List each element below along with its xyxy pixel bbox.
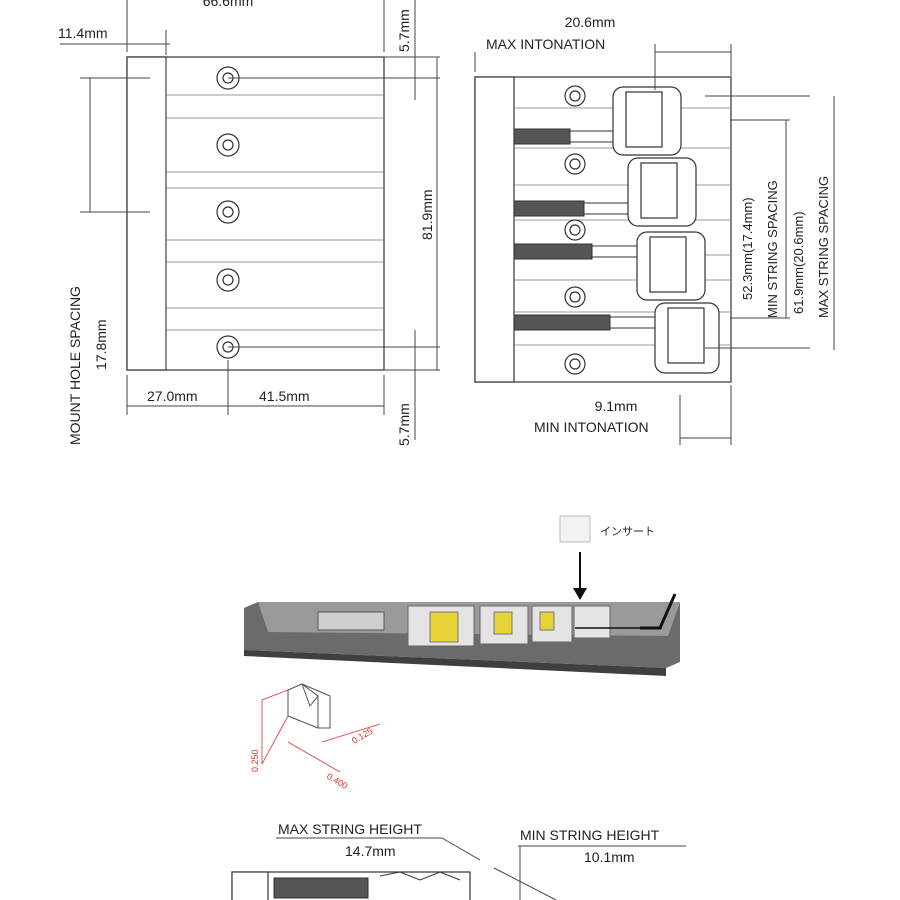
min-string-spacing-value: 52.3mm(17.4mm) xyxy=(740,197,755,300)
bridge-end-block xyxy=(474,76,515,383)
intonation-springs xyxy=(513,128,657,331)
mount-hole-spacing-label: MOUNT HOLE SPACING xyxy=(67,286,83,445)
max-string-height-value: 14.7mm xyxy=(345,843,396,859)
bottom-margin-dim: 5.7mm xyxy=(396,403,412,446)
mount-hole xyxy=(216,133,240,157)
min-string-spacing-label: MIN STRING SPACING xyxy=(765,180,780,318)
bridge-end-block xyxy=(126,56,167,371)
max-string-spacing-label: MAX STRING SPACING xyxy=(816,176,831,318)
mount-hole xyxy=(216,200,240,224)
mount-holes xyxy=(564,85,586,375)
insert-depth-dim: 0.125 xyxy=(350,726,375,746)
allen-key xyxy=(640,593,677,630)
insert-callout: インサート xyxy=(559,515,655,600)
mount-hole xyxy=(216,268,240,292)
min-intonation-value: 9.1mm xyxy=(595,398,638,414)
saddles xyxy=(612,86,720,374)
overall-width-dim: 66.6mm xyxy=(203,0,254,9)
max-string-spacing-value: 61.9mm(20.6mm) xyxy=(791,211,806,314)
insert-thumbnail xyxy=(559,515,591,543)
max-intonation-label: MAX INTONATION xyxy=(486,36,605,52)
min-intonation-label: MIN INTONATION xyxy=(534,419,649,435)
max-intonation-value: 20.6mm xyxy=(565,14,616,30)
top-margin-dim: 5.7mm xyxy=(396,9,412,52)
bridge-body-outline xyxy=(126,56,385,371)
saddle-dividers xyxy=(166,94,384,331)
side-spring xyxy=(273,877,369,899)
left-offset-dim: 11.4mm xyxy=(58,25,108,41)
dim-27: 27.0mm xyxy=(147,388,198,404)
insert-width-dim: 0.400 xyxy=(325,771,350,791)
dim-41-5: 41.5mm xyxy=(259,388,310,404)
insert-height-dim: 0.250 xyxy=(250,749,260,772)
min-string-height-label: MIN STRING HEIGHT xyxy=(520,827,660,843)
min-string-height-value: 10.1mm xyxy=(584,849,635,865)
spring-render xyxy=(317,611,385,631)
bridge-3d-render xyxy=(244,593,680,676)
height-dim: 81.9mm xyxy=(419,189,435,240)
left-plan-view: 66.6mm 11.4mm 5.7mm 81.9mm 5.7mm 27.0mm … xyxy=(58,0,440,446)
max-string-height-label: MAX STRING HEIGHT xyxy=(278,821,422,837)
insert-label: インサート xyxy=(600,525,655,538)
right-plan-view: 20.6mm MAX INTONATION 9.1mm MIN INTONATI… xyxy=(474,14,835,445)
insert-dimension-sketch: 0.250 0.400 0.125 xyxy=(250,683,381,791)
mount-hole-spacing-value: 17.8mm xyxy=(93,319,109,370)
side-view: MAX STRING HEIGHT 14.7mm MIN STRING HEIG… xyxy=(231,821,686,900)
